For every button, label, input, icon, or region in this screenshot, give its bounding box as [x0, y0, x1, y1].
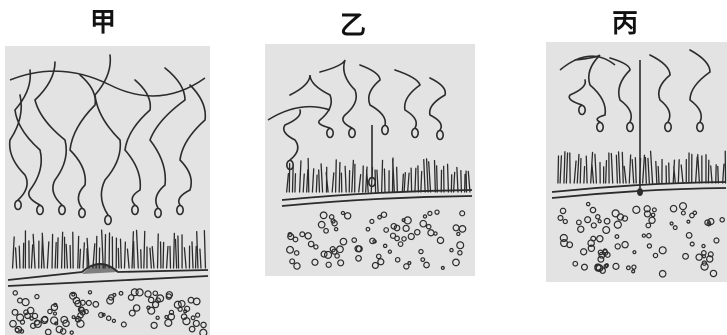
fringe-stroke: [80, 249, 81, 268]
fringe-stroke: [178, 236, 179, 268]
fringe-stroke: [584, 167, 585, 183]
fringe-stroke: [435, 161, 436, 192]
fringe-stroke: [308, 159, 309, 192]
fringe-stroke: [586, 156, 587, 183]
fringe-stroke: [448, 164, 449, 192]
panel-jia-background: [5, 46, 210, 335]
panel-label-jia: 甲: [73, 10, 133, 36]
fringe-stroke: [645, 157, 646, 183]
fringe-stroke: [622, 152, 623, 183]
fringe-stroke: [319, 170, 320, 192]
fringe-stroke: [606, 161, 607, 183]
fringe-stroke: [124, 242, 125, 268]
fringe-stroke: [558, 156, 559, 183]
fringe-stroke: [57, 238, 58, 268]
fringe-stroke: [144, 231, 145, 268]
fringe-stroke: [292, 166, 293, 192]
fringe-stroke: [78, 236, 79, 268]
fringe-stroke: [174, 233, 175, 268]
fringe-stroke: [120, 239, 121, 268]
fringe-stroke: [196, 246, 197, 268]
fringe-stroke: [718, 166, 719, 183]
fringe-stroke: [678, 160, 679, 183]
panel-label-bing: 丙: [595, 11, 655, 37]
fringe-stroke: [658, 167, 659, 183]
panel-label-yi: 乙: [323, 13, 383, 39]
panel-bing-background: [546, 42, 727, 282]
fringe-stroke: [316, 175, 317, 192]
fringe-stroke: [336, 160, 337, 192]
fringe-stroke: [96, 236, 97, 268]
fringe-stroke: [19, 246, 20, 268]
fringe-stroke: [437, 166, 438, 192]
fringe-stroke: [384, 169, 385, 192]
fringe-stroke: [52, 234, 53, 268]
fringe-stroke: [339, 163, 340, 192]
fringe-stroke: [382, 160, 383, 192]
fringe-stroke: [580, 159, 581, 183]
fringe-stroke: [105, 235, 106, 268]
fringe-stroke: [158, 234, 159, 268]
sperm-head-penetrating: [637, 188, 643, 196]
fringe-stroke: [134, 242, 135, 268]
fringe-stroke: [635, 158, 636, 183]
fringe-stroke: [163, 242, 164, 268]
fringe-stroke: [461, 171, 462, 192]
fringe-stroke: [118, 248, 119, 268]
fringe-stroke: [421, 172, 422, 192]
fringe-stroke: [411, 168, 412, 192]
fringe-stroke: [397, 167, 398, 192]
